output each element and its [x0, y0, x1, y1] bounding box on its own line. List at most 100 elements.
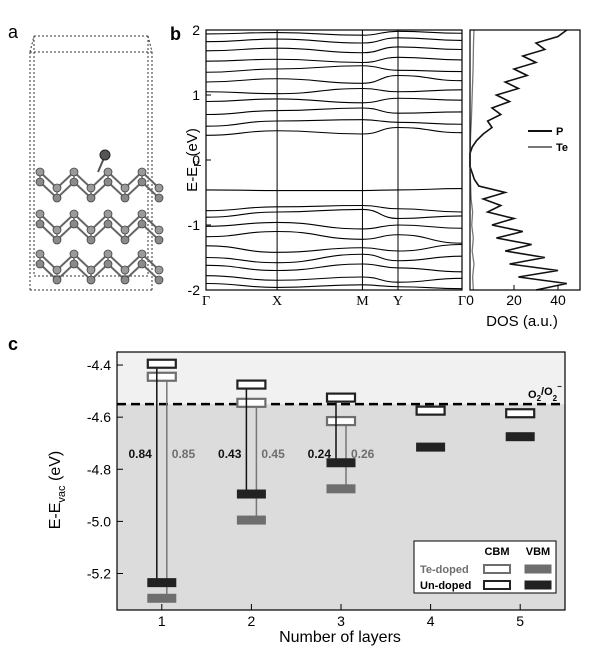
te-doped-cbm-marker: [146, 371, 177, 382]
y-tick-label: -2: [188, 282, 201, 298]
dos-legend-label: Te: [556, 142, 568, 154]
y-tick-label: 2: [192, 22, 200, 38]
legend-cbm-swatch: [483, 580, 511, 590]
atom: [137, 167, 147, 177]
y-tick-label: -4.6: [87, 409, 111, 425]
panel-label-b: b: [170, 24, 181, 44]
un-doped-vbm-marker: [147, 578, 177, 588]
band-line: [205, 263, 463, 273]
dopant-atom: [99, 149, 111, 161]
band-line: [205, 126, 463, 136]
gap-value-label: 0.45: [261, 447, 285, 461]
band-line: [205, 253, 463, 264]
band-line: [205, 97, 463, 104]
atom: [137, 259, 147, 269]
atom: [69, 209, 79, 219]
band-line: [205, 65, 463, 73]
un-doped-vbm-marker: [326, 458, 356, 468]
un-doped-vbm-marker: [236, 489, 266, 499]
atom: [154, 275, 164, 285]
y-tick-label: 1: [192, 87, 200, 103]
legend-label: Un-doped: [420, 580, 471, 592]
y-tick-label: 0: [192, 152, 200, 168]
gap-value-label: 0.24: [308, 447, 332, 461]
atom: [103, 259, 113, 269]
atom: [120, 235, 130, 245]
atom: [35, 259, 45, 269]
atom: [137, 249, 147, 259]
x-tick-label: 5: [516, 613, 524, 629]
te-doped-vbm-marker: [326, 484, 356, 494]
legend-column-cbm: CBM: [484, 546, 509, 558]
legend-column-vbm: VBM: [526, 546, 550, 558]
atom: [86, 265, 96, 275]
band-line: [205, 230, 463, 244]
y-tick-label: -5.0: [87, 513, 111, 529]
gap-value-label: 0.26: [351, 447, 375, 461]
atom: [120, 183, 130, 193]
te-doped-vbm-marker: [147, 593, 177, 603]
legend-vbm-swatch: [524, 580, 552, 590]
band-line: [205, 74, 463, 84]
un-doped-cbm-marker: [325, 392, 357, 403]
panel-label-a: a: [8, 22, 19, 42]
dos-x-tick-label: 0: [466, 292, 474, 308]
atom: [52, 275, 62, 285]
band-line: [205, 204, 463, 213]
x-tick-label: 4: [427, 613, 435, 629]
atom: [103, 219, 113, 229]
atom: [137, 177, 147, 187]
dos-x-axis-label: DOS (a.u.): [486, 313, 558, 330]
cell-edge: [29, 35, 35, 53]
un-doped-cbm-marker: [415, 405, 446, 416]
atom: [86, 275, 96, 285]
band-edge-x-axis-label: Number of layers: [279, 629, 401, 646]
y-tick-label: -1: [188, 217, 201, 233]
x-tick-label: 2: [248, 613, 256, 629]
atom: [86, 225, 96, 235]
band-line: [205, 275, 463, 283]
atom: [103, 209, 113, 219]
atom: [86, 235, 96, 245]
atom: [52, 193, 62, 203]
band-line: [205, 119, 463, 127]
panel-label-c: c: [8, 334, 18, 354]
x-tick-label: Γ: [202, 294, 210, 309]
band-line: [205, 107, 463, 116]
atom: [69, 259, 79, 269]
dos-frame: [469, 29, 581, 291]
gap-value-label: 0.84: [128, 447, 152, 461]
cell-edge: [147, 35, 153, 53]
atom: [137, 209, 147, 219]
atom: [154, 265, 164, 275]
band-line: [205, 188, 463, 192]
band-structure-y-axis-label: E-EF (eV): [184, 128, 204, 192]
atom: [103, 177, 113, 187]
dos-x-tick-label: 40: [550, 292, 566, 308]
band-line: [205, 282, 463, 290]
band-line: [205, 56, 463, 64]
atom: [69, 249, 79, 259]
band-edge-y-axis-label: E-Evac (eV): [47, 451, 68, 529]
atom: [52, 225, 62, 235]
atom: [35, 167, 45, 177]
redox-level-label: O2/O2−: [528, 382, 562, 403]
atom: [86, 193, 96, 203]
atom: [35, 219, 45, 229]
x-tick-label: 3: [337, 613, 345, 629]
un-doped-cbm-marker: [505, 408, 536, 419]
atom: [120, 265, 130, 275]
dos-x-tick-label: 20: [506, 292, 522, 308]
un-doped-cbm-marker: [146, 358, 177, 369]
band-line: [205, 221, 463, 230]
te-doped-vbm-marker: [236, 515, 266, 525]
atom: [52, 265, 62, 275]
atom: [52, 183, 62, 193]
atom: [120, 275, 130, 285]
atom: [137, 219, 147, 229]
atom: [154, 183, 164, 193]
un-doped-vbm-marker: [416, 442, 446, 452]
band-line: [205, 30, 463, 36]
legend-cbm-swatch: [483, 564, 511, 574]
